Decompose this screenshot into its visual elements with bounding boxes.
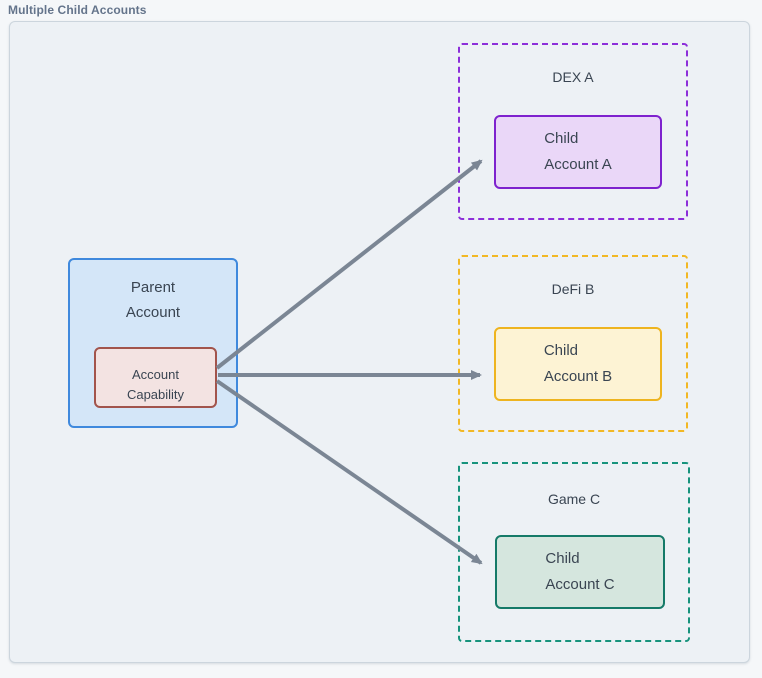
parent-account-node: Parent Account Account Capability [68,258,238,428]
account-capability-label: Account Capability [126,367,185,402]
account-capability-node: Account Capability [94,347,217,408]
child-account-c-node: Child Account C [495,535,665,609]
group-defi-b: DeFi B Child Account B [458,255,688,432]
child-account-a-label: Child Account A [544,130,612,173]
diagram-title: Multiple Child Accounts [8,3,147,17]
group-dex-a-title: DEX A [552,69,594,85]
child-account-c-label: Child Account C [545,550,615,593]
group-dex-a: DEX A Child Account A [458,43,688,220]
child-account-a-node: Child Account A [494,115,662,189]
parent-account-label: Parent Account [125,279,181,321]
child-account-b-label: Child Account B [543,342,613,385]
child-account-b-node: Child Account B [494,327,662,401]
group-game-c-title: Game C [547,491,601,507]
group-defi-b-title: DeFi B [551,281,595,297]
group-game-c: Game C Child Account C [458,462,690,642]
